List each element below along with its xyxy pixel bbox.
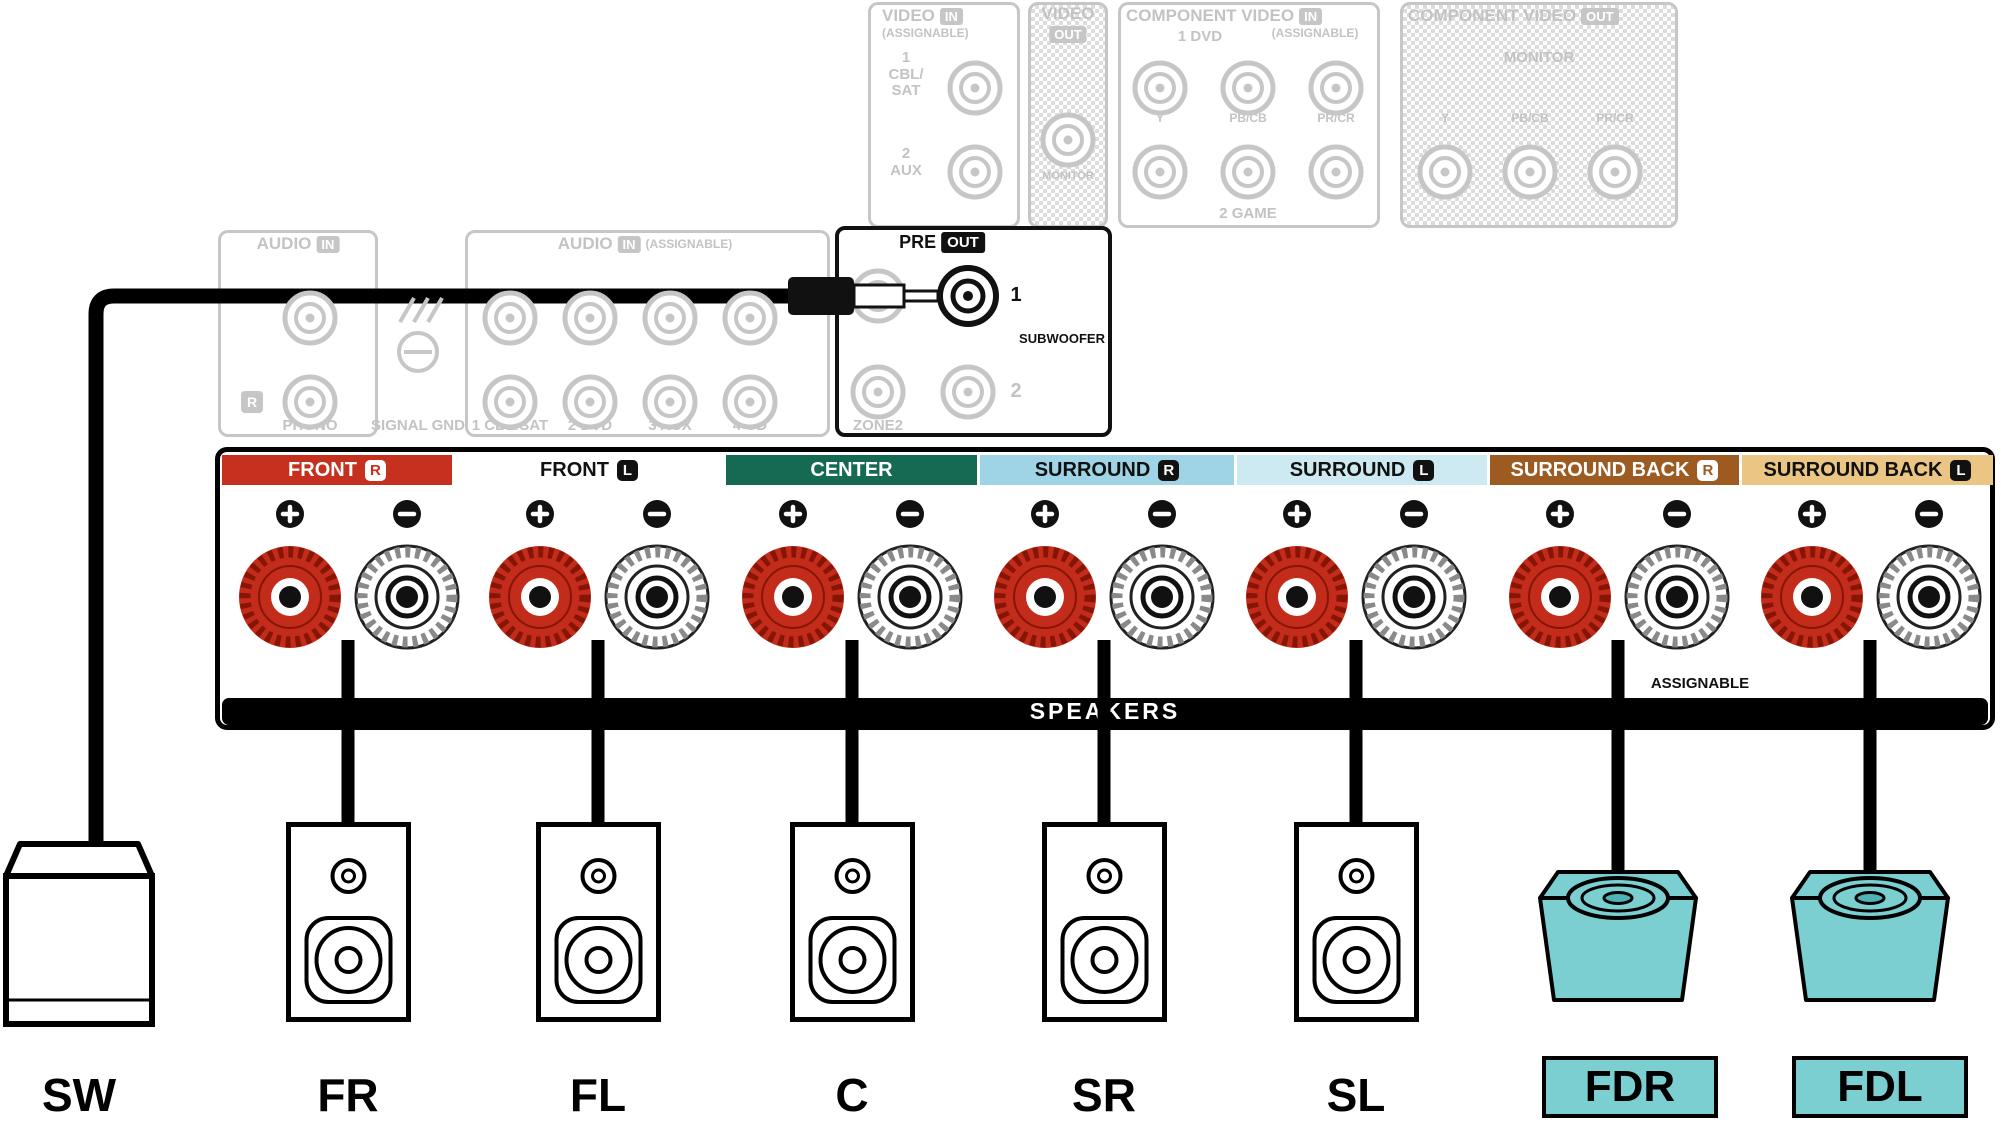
label-front-right: FR: [317, 1069, 379, 1121]
front-right-speaker: [289, 825, 409, 1020]
subwoofer-speaker: [3, 841, 155, 1027]
channel-label-surround-back-l: SURROUND BACK L: [1742, 455, 1993, 485]
channel-name: SURROUND: [1034, 458, 1151, 481]
channel-name: SURROUND BACK: [1763, 458, 1943, 481]
audio-in-title: AUDIO: [256, 234, 312, 253]
channel-badge: L: [1950, 459, 1972, 481]
label-surround-right: SR: [1072, 1069, 1136, 1121]
channel-label-center: CENTER: [726, 455, 977, 485]
component-in-pbcb-label: PB/CB: [1229, 111, 1267, 125]
label-center: C: [835, 1069, 869, 1121]
label-surround-left: SL: [1326, 1069, 1386, 1121]
label-front-dolby-right: FDR: [1542, 1056, 1718, 1118]
subwoofer-label: SUBWOOFER: [1019, 331, 1105, 346]
audio-assignable-header: AUDIO IN (ASSIGNABLE): [558, 234, 732, 254]
zone2-label: ZONE2: [852, 417, 904, 434]
video-in-jack1-label: 1 CBL/ SAT: [888, 49, 924, 99]
component-out-y-label: Y: [1440, 111, 1450, 125]
channel-label-surround-r: SURROUND R: [980, 455, 1234, 485]
video-in-in-badge: IN: [939, 7, 963, 25]
audio-in-r-badge: R: [241, 391, 263, 413]
channel-label-front-r: FRONT R: [222, 455, 452, 485]
component-out-pbcb-label: PB/CB: [1511, 111, 1549, 125]
center-speaker: [793, 825, 913, 1020]
audio-assignable-assignable-label: (ASSIGNABLE): [645, 237, 733, 251]
video-in-title: VIDEO: [882, 6, 935, 25]
component-out-header: COMPONENT VIDEO OUT: [1408, 6, 1619, 26]
channel-label-front-l: FRONT L: [455, 455, 723, 485]
input-cblsat-label: 1 CBL/SAT: [471, 417, 549, 434]
video-out-out-badge: OUT: [1049, 26, 1087, 43]
video-out-title: VIDEO: [1041, 4, 1095, 23]
signal-gnd-terminal: [397, 296, 444, 373]
label-subwoofer: SW: [41, 1069, 117, 1121]
label-front-left: FL: [569, 1069, 627, 1121]
channel-name: CENTER: [810, 458, 893, 481]
component-out-title: COMPONENT VIDEO: [1408, 6, 1577, 25]
front-dolby-left-speaker: [1790, 870, 1950, 1002]
label-front-dolby-left: FDL: [1792, 1056, 1968, 1118]
audio-in-assignable-panel: [465, 230, 830, 437]
front-left-speaker: [539, 825, 659, 1020]
channel-label-surround-back-r: SURROUND BACK R: [1490, 455, 1739, 485]
component-out-monitor-label: MONITOR: [1503, 49, 1575, 66]
component-in-header: COMPONENT VIDEO IN: [1126, 6, 1323, 26]
component-out-out-badge: OUT: [1581, 7, 1619, 25]
phono-label: PHONO: [282, 417, 338, 434]
surround-right-speaker: [1045, 825, 1165, 1020]
pre-out-header: PRE OUT: [899, 232, 985, 253]
channel-badge: L: [616, 459, 638, 481]
channel-name: SURROUND BACK: [1510, 458, 1690, 481]
audio-in-header: AUDIO IN: [257, 234, 340, 254]
video-in-jack2-label: 2 AUX: [890, 145, 922, 179]
pre-out-title: PRE: [899, 232, 937, 252]
component-in-title: COMPONENT VIDEO: [1126, 6, 1295, 25]
video-in-header: VIDEO IN: [882, 6, 963, 26]
component-out-prcr-label: PR/CR: [1596, 111, 1634, 125]
assignable-terminals-label: ASSIGNABLE: [1650, 675, 1750, 692]
channel-badge: R: [1158, 459, 1180, 481]
component-video-in-panel: [1118, 2, 1380, 228]
pre-out-out-badge: OUT: [941, 232, 985, 253]
input-dvd-label: 2 DVD: [567, 417, 613, 434]
input-aux-label: 3 AUX: [648, 417, 692, 434]
pre-out-jack1-number: 1: [1010, 284, 1022, 306]
component-in-prcr-label: PR/CR: [1317, 111, 1355, 125]
channel-name: SURROUND: [1289, 458, 1406, 481]
pre-out-jack2-number: 2: [1010, 380, 1022, 402]
front-dolby-right-speaker: [1538, 870, 1698, 1002]
speakers-bar: SPEAKERS: [222, 698, 1988, 725]
channel-name: FRONT: [288, 458, 357, 481]
component-in-in-badge: IN: [1299, 7, 1323, 25]
video-out-monitor-label: MONITOR: [1042, 170, 1094, 182]
component-in-y-label: Y: [1155, 111, 1165, 125]
surround-left-speaker: [1297, 825, 1417, 1020]
video-in-assignable-label: (ASSIGNABLE): [882, 26, 969, 40]
component-in-input1-label: 1 DVD: [1177, 28, 1223, 45]
audio-assignable-in-badge: IN: [617, 235, 641, 253]
channel-name: FRONT: [540, 458, 609, 481]
video-out-badge-row: OUT: [1049, 26, 1087, 43]
input-cd-label: 4 CD: [732, 417, 768, 434]
audio-assignable-title: AUDIO: [557, 234, 613, 253]
channel-badge: R: [364, 459, 386, 481]
component-in-assignable-label: (ASSIGNABLE): [1271, 26, 1359, 40]
speakers-bar-label: SPEAKERS: [1029, 698, 1181, 724]
channel-label-surround-l: SURROUND L: [1237, 455, 1487, 485]
audio-in-in-badge: IN: [316, 235, 340, 253]
channel-badge: L: [1413, 459, 1435, 481]
signal-gnd-label: SIGNAL GND: [371, 417, 465, 434]
component-in-input2-label: 2 GAME: [1219, 205, 1277, 222]
channel-badge: R: [1697, 459, 1719, 481]
